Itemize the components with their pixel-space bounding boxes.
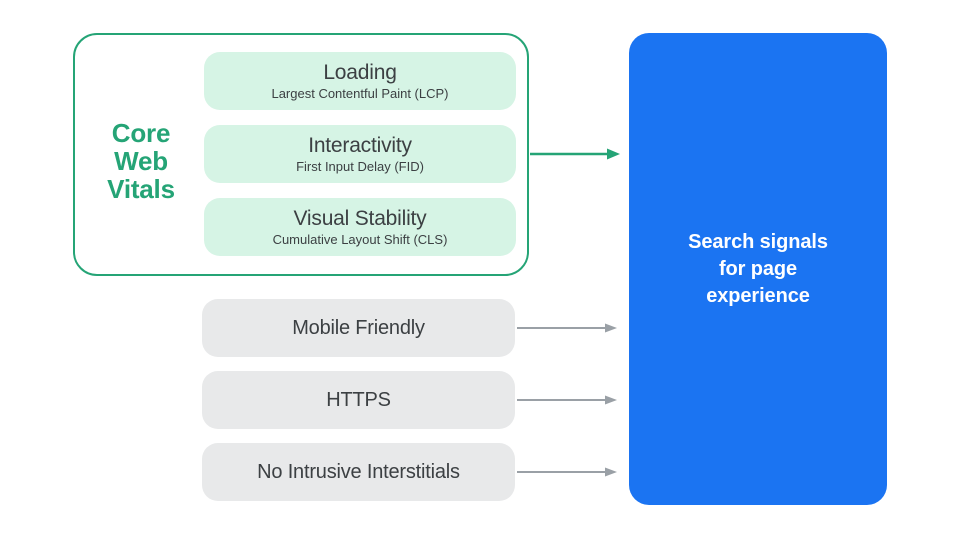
signal-card-label: No Intrusive Interstitials: [257, 460, 460, 483]
search-signals-label-line: for page: [718, 257, 798, 280]
vital-card-title: Loading: [323, 60, 397, 84]
signal-card-label: HTTPS: [326, 388, 391, 411]
search-signals-label-line: experience: [706, 284, 810, 307]
mobile-friendly-arrow-icon: [517, 323, 617, 333]
search-signals-label: Search signals for page experience: [688, 229, 828, 310]
core-web-vitals-label-line: Core: [111, 118, 171, 148]
vital-card-title: Interactivity: [308, 133, 412, 157]
core-web-vitals-label: Core Web Vitals: [85, 119, 197, 203]
core-web-vitals-group: Core Web Vitals Loading Largest Contentf…: [73, 33, 529, 276]
vital-card-subtitle: Largest Contentful Paint (LCP): [271, 85, 449, 101]
signal-card-no-intrusive-interstitials: No Intrusive Interstitials: [202, 443, 515, 501]
signal-card-mobile-friendly: Mobile Friendly: [202, 299, 515, 357]
vital-card-title: Visual Stability: [293, 206, 427, 230]
no-intrusive-interstitials-arrow-icon: [517, 467, 617, 477]
search-signals-box: Search signals for page experience: [629, 33, 887, 505]
vital-card-loading: Loading Largest Contentful Paint (LCP): [204, 52, 516, 110]
core-web-vitals-label-line: Web: [114, 146, 168, 176]
vital-card-subtitle: First Input Delay (FID): [296, 158, 424, 174]
core-web-vitals-label-line: Vitals: [107, 174, 175, 204]
vital-card-subtitle: Cumulative Layout Shift (CLS): [272, 231, 448, 247]
vital-card-interactivity: Interactivity First Input Delay (FID): [204, 125, 516, 183]
core-web-vitals-arrow-icon: [530, 148, 620, 160]
signal-card-label: Mobile Friendly: [292, 316, 425, 339]
vital-card-visual-stability: Visual Stability Cumulative Layout Shift…: [204, 198, 516, 256]
search-signals-label-line: Search signals: [688, 230, 828, 253]
https-arrow-icon: [517, 395, 617, 405]
signal-card-https: HTTPS: [202, 371, 515, 429]
